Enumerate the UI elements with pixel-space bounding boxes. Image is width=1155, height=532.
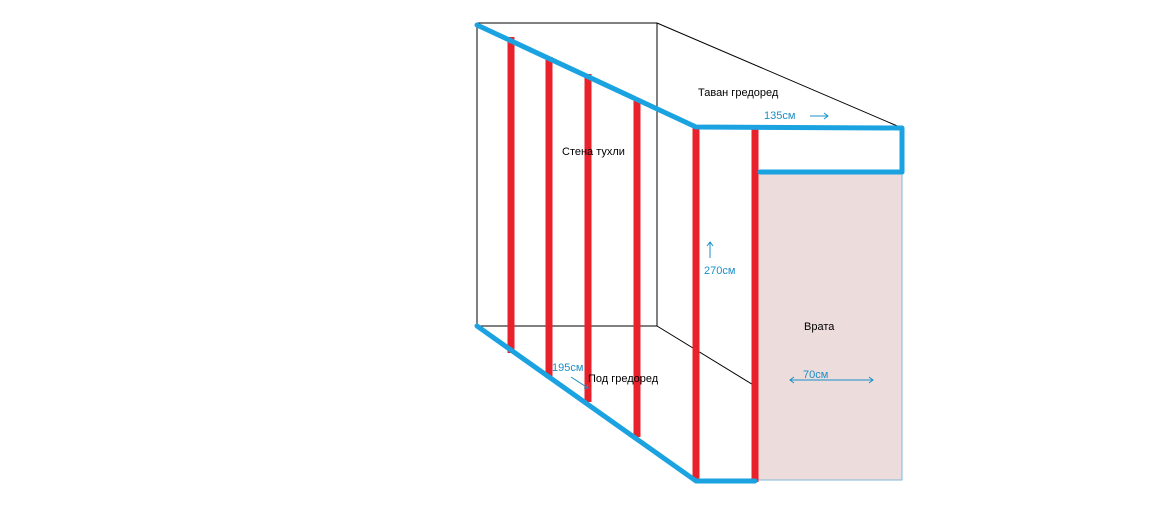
bottom-beam: [474, 323, 758, 484]
width-dimension: 135см: [764, 110, 795, 122]
dimension-arrows: [570, 112, 874, 389]
wall-studs: [507, 37, 759, 482]
floor-far-edge: [656, 325, 756, 387]
depth-dimension: 195см: [552, 362, 583, 374]
ceiling-far-edge: [656, 22, 903, 129]
door-label: Врата: [804, 321, 835, 333]
floor-label: Под гредоред: [588, 373, 659, 385]
door-panel: [756, 172, 903, 481]
ceiling-label: Таван гредоред: [698, 87, 779, 99]
height-dimension: 270см: [704, 265, 735, 277]
depth-arrow-icon: [570, 376, 589, 389]
blue-beams: [474, 22, 905, 484]
top-beam: [474, 22, 905, 175]
door-width-dimension: 70см: [803, 369, 828, 381]
wall-label: Стена тухли: [562, 146, 625, 158]
